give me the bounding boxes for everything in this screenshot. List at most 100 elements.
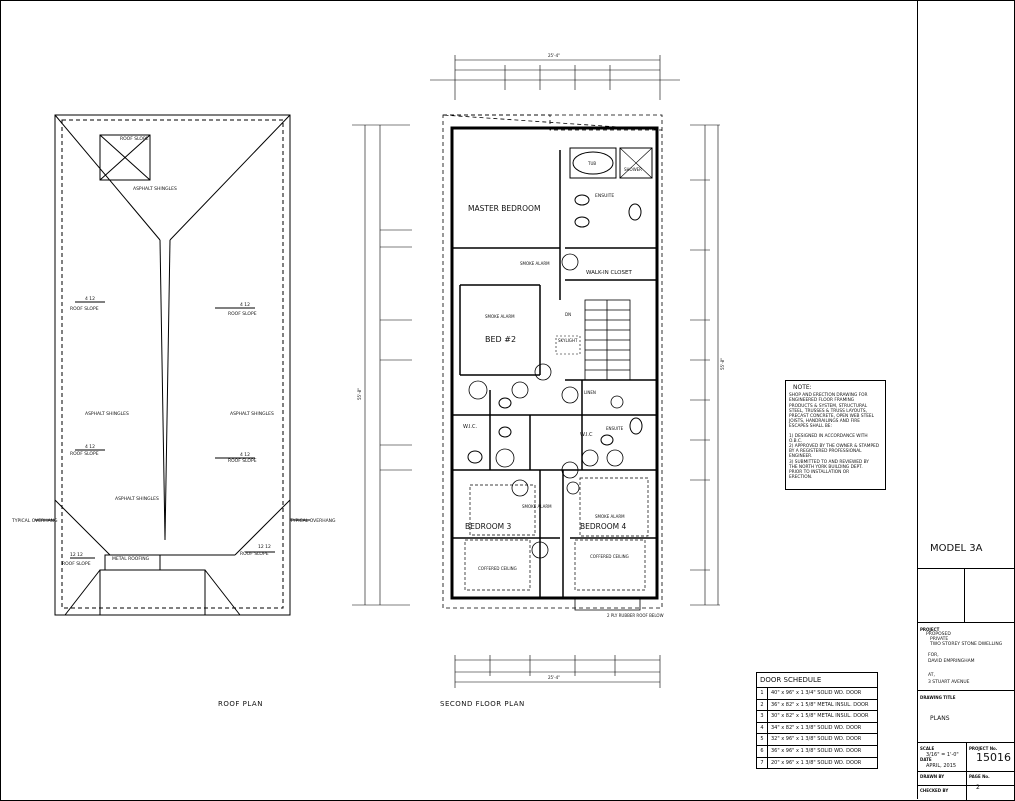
roof-pitch-3: 4 12: [85, 444, 95, 450]
page-no-label: PAGE No.: [969, 774, 990, 779]
general-note: NOTE: SHOP AND ERECTION DRAWING FOR ENGI…: [785, 380, 886, 490]
room-wic2: W.I.C: [580, 432, 593, 438]
note-line: O.B.C.: [789, 438, 803, 444]
roof-overhang-e: TYPICAL OVERHANG: [289, 518, 336, 524]
room-master-bedroom: MASTER BEDROOM: [468, 204, 540, 213]
room-walk-in-closet: WALK-IN CLOSET: [586, 270, 632, 276]
at-label: AT,: [928, 673, 935, 678]
note-line: 3) SUBMITTED TO AND REVIEWED BY: [789, 459, 869, 465]
note-line: SHOP AND ERECTION DRAWING FOR: [789, 393, 868, 399]
roof-pitch-1: 4 12: [85, 296, 95, 302]
door-desc: 34" x 82" x 1 3/8" SOLID WD. DOOR: [771, 724, 862, 731]
title-block: MODEL 3A PROJECT PROPOSED PRIVATE TWO ST…: [917, 0, 1014, 800]
roof-asphalt-e: ASPHALT SHINGLES: [230, 411, 274, 417]
roof-pitch-4: 4 12: [240, 452, 250, 458]
title-block-drawing-title: DRAWING TITLE PLANS: [918, 690, 1014, 743]
note-line: ERECTION.: [789, 475, 813, 481]
drawing-canvas: ROOF SLOPE ASPHALT SHINGLES ROOF SLOPE R…: [11, 53, 725, 688]
door-desc: 36" x 96" x 1 3/8" SOLID WD. DOOR: [771, 747, 862, 754]
stairs-dn-label: DN: [565, 312, 571, 317]
roof-metal-label: METAL ROOFING: [112, 556, 150, 562]
shower-label: SHOWER: [624, 167, 642, 172]
room-bed2: BED #2: [485, 335, 516, 344]
note-line: BY A REGISTERED PROFESSIONAL: [789, 449, 862, 455]
smoke-alarm-1: SMOKE ALARM: [520, 261, 550, 266]
roof-asphalt-s: ASPHALT SHINGLES: [115, 496, 159, 502]
smoke-alarm-2: SMOKE ALARM: [485, 314, 515, 319]
door-desc: 32" x 96" x 1 3/8" SOLID WD. DOOR: [771, 736, 862, 743]
title-block-project: PROJECT PROPOSED PRIVATE TWO STOREY STON…: [918, 622, 1014, 691]
roof-plan-labels: ROOF SLOPE ASPHALT SHINGLES ROOF SLOPE R…: [11, 136, 336, 567]
door-desc: 36" x 82" x 1 5/8" METAL INSUL. DOOR: [771, 701, 869, 708]
smoke-alarm-3: SMOKE ALARM: [522, 504, 552, 509]
project-no-label: PROJECT No.: [969, 746, 998, 751]
dim-right-overall: 55'-8": [720, 358, 725, 370]
note-line: ESCAPES SHALL BE:: [789, 424, 832, 430]
roof-below-note: 2 PLY RUBBER ROOF BELOW: [607, 613, 664, 618]
project-line: PROPOSED: [926, 632, 951, 637]
address: 3 STUART AVENUE: [928, 680, 970, 685]
room-ensuite: ENSUITE: [595, 193, 614, 199]
room-ensuite2: ENSUITE: [606, 426, 624, 431]
model-name: MODEL 3A: [930, 543, 983, 554]
note-line: PRIOR TO INSTALLATION OR: [789, 470, 850, 476]
title-block-logo-area: [918, 568, 1014, 623]
roof-slope-se: ROOF SLOPE: [240, 551, 269, 557]
title-block-date-row: DATE APRIL, 2015: [918, 757, 1014, 771]
staircase: [584, 299, 631, 381]
project-line: PRIVATE: [930, 637, 949, 642]
roof-pitch-5: 12 12: [70, 552, 83, 558]
door-number: 6: [757, 745, 768, 757]
second-floor-plan: [352, 55, 720, 688]
roof-overhang-w: TYPICAL OVERHANG: [11, 518, 58, 524]
scale-value: 3/16" = 1'-0": [926, 752, 959, 758]
checked-by-label: CHECKED BY: [920, 788, 949, 793]
roof-asphalt-label-top: ASPHALT SHINGLES: [133, 186, 177, 192]
note-lines: SHOP AND ERECTION DRAWING FOR ENGINEERED…: [789, 393, 882, 480]
scale-label: SCALE: [920, 746, 935, 751]
door-desc: 30" x 82" x 1 5/8" METAL INSUL. DOOR: [771, 713, 869, 720]
door-schedule-title: DOOR SCHEDULE: [757, 673, 877, 688]
project-line: TWO STOREY STONE DWELLING: [930, 642, 1003, 647]
second-floor-plan-caption: SECOND FLOOR PLAN: [440, 700, 525, 708]
note-line: 2) APPROVED BY THE OWNER & STAMPED: [789, 444, 880, 450]
title-block-drawn-row: DRAWN BY PAGE No. CHECKED BY 2: [918, 771, 1014, 800]
note-line: PRECAST CONCRETE, OPEN WEB STEEL: [789, 414, 875, 420]
project-label: PROJECT: [920, 627, 940, 632]
room-bedroom3: BEDROOM 3: [465, 522, 512, 531]
door-number: 7: [757, 757, 768, 769]
drawn-by-label: DRAWN BY: [920, 774, 945, 779]
page-number: 2: [976, 784, 980, 791]
roof-pitch-6: 12 12: [258, 544, 271, 550]
roof-pitch-2: 4 12: [240, 302, 250, 308]
door-number: 5: [757, 734, 768, 745]
coffered-ceiling-2: COFFERED CEILING: [590, 554, 629, 559]
roof-slope-w2: ROOF SLOPE: [70, 451, 99, 457]
roof-plan-caption: ROOF PLAN: [218, 700, 263, 708]
floor-plan-labels: MASTER BEDROOM ENSUITE WALK-IN CLOSET BE…: [357, 53, 725, 680]
project-number: 15016: [976, 751, 1011, 764]
drawing-title-label: DRAWING TITLE: [920, 695, 956, 700]
note-line: ENGINEER.: [789, 454, 813, 460]
door-number: 2: [757, 699, 768, 711]
date-label: DATE: [920, 757, 932, 762]
roof-slope-label: ROOF SLOPE: [120, 136, 149, 142]
room-bedroom4: BEDROOM 4: [580, 522, 627, 531]
drawing-title: PLANS: [930, 715, 950, 722]
roof-slope-e1: ROOF SLOPE: [228, 311, 257, 317]
tub-label: TUB: [587, 161, 596, 166]
client-name: DAVID EMPRINGHAM: [928, 659, 975, 664]
for-label: FOR,: [928, 653, 939, 658]
note-line: ENGINEERED FLOOR FRAMING: [789, 398, 855, 404]
note-line: 1) DESIGNED IN ACCORDANCE WITH: [789, 433, 868, 439]
note-line: PRODUCTS & SYSTEM, STRUCTURAL: [789, 403, 868, 409]
roof-plan: [35, 114, 310, 616]
